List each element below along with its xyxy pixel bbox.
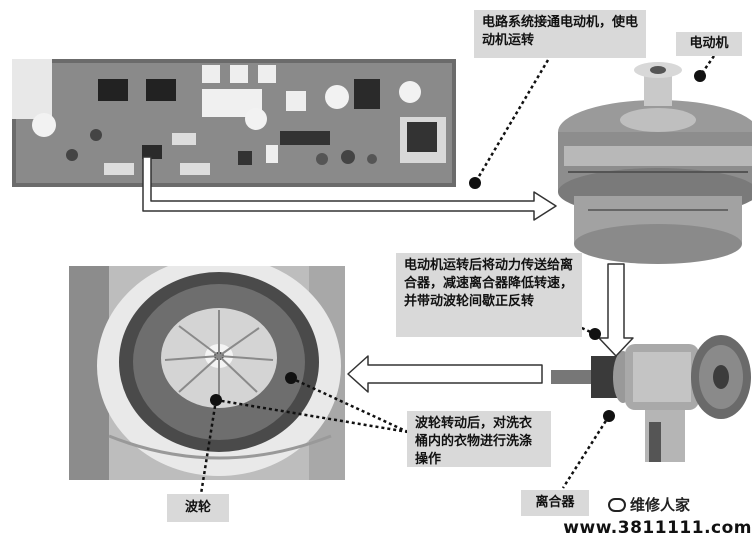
dot-circuit bbox=[469, 177, 481, 189]
dot-motor bbox=[694, 70, 706, 82]
motor-to-clutch-arrow bbox=[598, 263, 634, 357]
callout-motor-action: 电动机运转后将动力传送给离合器，减速离合器降低转速，并带动波轮间歇正反转 bbox=[396, 253, 582, 337]
dot-clutch bbox=[603, 410, 615, 422]
dot-drum-wall bbox=[285, 372, 297, 384]
label-motor: 电动机 bbox=[676, 32, 742, 56]
label-pulsator: 波轮 bbox=[167, 494, 229, 522]
leader-circuit bbox=[473, 59, 550, 184]
dot-motor-action bbox=[589, 328, 601, 340]
label-clutch: 离合器 bbox=[521, 490, 589, 516]
control-board-photo bbox=[12, 59, 456, 187]
leader-wash-1 bbox=[290, 376, 409, 434]
watermark-site: www.3811111.com bbox=[563, 518, 752, 538]
clutch-photo bbox=[551, 322, 754, 472]
callout-circuit: 电路系统接通电动机，使电动机运转 bbox=[474, 10, 646, 58]
dot-pulsator bbox=[210, 394, 222, 406]
board-to-motor-arrow bbox=[142, 156, 557, 221]
motor-photo bbox=[548, 60, 752, 268]
watermark: 维修人家 www.3811111.com bbox=[563, 494, 752, 542]
leader-wash-2 bbox=[215, 398, 409, 434]
clutch-to-drum-arrow bbox=[347, 355, 543, 393]
callout-wash: 波轮转动后，对洗衣桶内的衣物进行洗涤操作 bbox=[407, 411, 551, 467]
drum-photo bbox=[69, 266, 345, 480]
watermark-brand: 维修人家 bbox=[630, 496, 691, 514]
leader-clutch bbox=[561, 415, 611, 489]
leader-pulsator bbox=[199, 399, 218, 495]
wechat-icon bbox=[608, 498, 626, 512]
